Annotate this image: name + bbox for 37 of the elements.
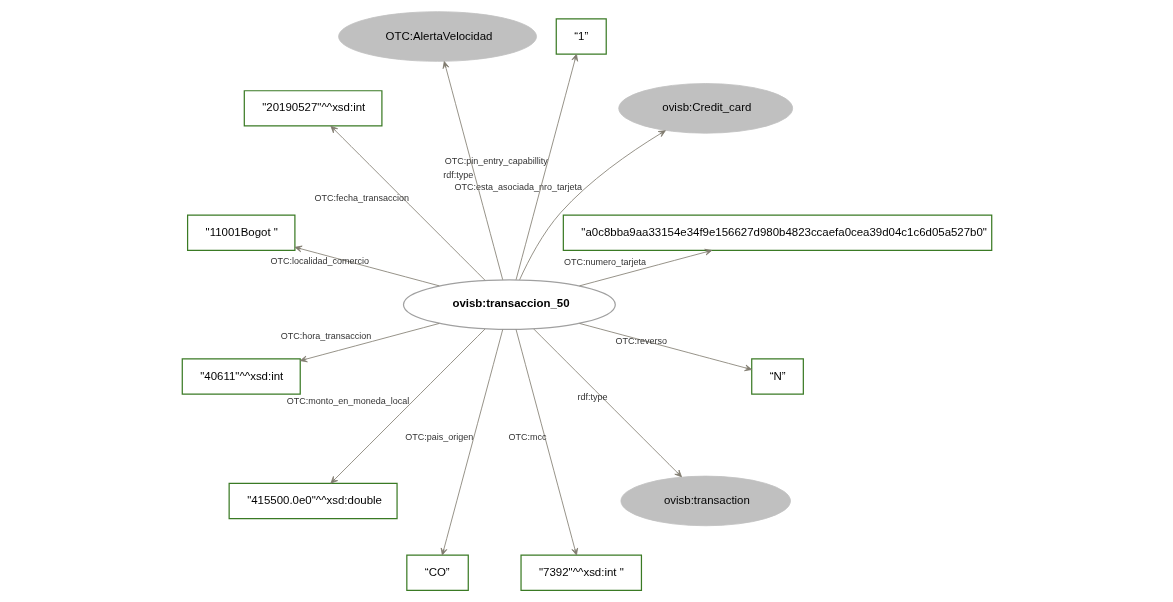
arrow	[442, 61, 503, 281]
arrow	[299, 323, 440, 363]
arrow	[532, 328, 682, 478]
edge-label: OTC:monto_en_moneda_local	[286, 395, 409, 406]
node-box: “1”	[555, 18, 607, 55]
node-box: “N”	[750, 358, 804, 395]
arrow	[329, 125, 485, 281]
arrow	[515, 53, 578, 281]
edge-label: OTC:pin_entry_capabillity	[444, 156, 548, 167]
arrow	[329, 328, 485, 484]
edge-label: OTC:fecha_transaccion	[314, 192, 409, 203]
edge-label: OTC:reverso	[615, 336, 667, 347]
edge-label: OTC:localidad_comercio	[269, 255, 369, 266]
node-box: "40611"^^xsd:int	[181, 358, 301, 395]
edge-label: OTC:hora_transaccion	[280, 331, 371, 342]
node-box: "7392"^^xsd:int "	[519, 554, 642, 591]
edge-label: OTC:mcc	[508, 431, 547, 442]
node-ellipse: ovisb:transaction	[620, 475, 791, 527]
edge-label: OTC:numero_tarjeta	[563, 257, 646, 268]
node-box: "11001Bogot "	[186, 214, 295, 252]
arrow	[518, 130, 666, 281]
edge-label: OTC:pais_origen	[404, 431, 473, 442]
node-box: "415500.0e0"^^xsd:double	[228, 482, 398, 520]
node-ellipse: ovisb:Credit_card	[617, 83, 793, 134]
node-box: "a0c8bba9aa33154e34f9e156627d980b4823ccaefa0cea39d04c1c6d05a527b0"	[562, 214, 992, 252]
edge-label: rdf:type	[576, 392, 607, 403]
arrow	[294, 245, 440, 287]
arrow	[578, 323, 752, 372]
edge-label: rdf:type	[442, 169, 473, 180]
arrow	[515, 329, 578, 556]
edge-label: OTC:esta_asociada_nro_tarjeta	[453, 181, 582, 192]
node-ellipse: OTC:AlertaVelocidad	[337, 11, 537, 62]
arrow	[440, 329, 503, 556]
arrow	[578, 248, 712, 287]
node-box: “CO”	[405, 554, 469, 591]
node-box: "20190527"^^xsd:int	[243, 90, 383, 127]
node-ellipse: ovisb:transaccion_50	[402, 279, 616, 331]
